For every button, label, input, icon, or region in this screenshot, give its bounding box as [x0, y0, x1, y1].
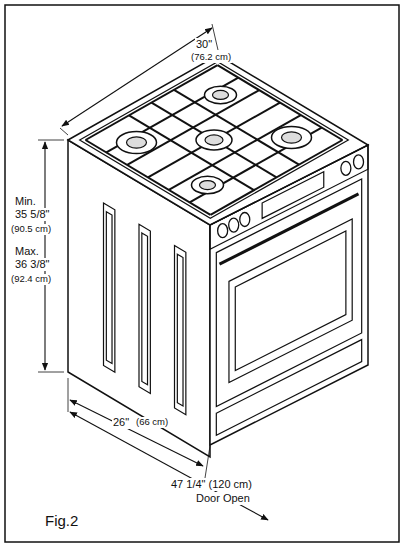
- cooktop-rim: [80, 62, 349, 218]
- door-handle: [219, 194, 358, 264]
- dimension-label: 26": [112, 416, 130, 429]
- knob: [354, 155, 364, 169]
- knob: [229, 218, 239, 232]
- side-slot: [104, 203, 115, 372]
- width-dimension: [62, 28, 212, 126]
- burner-cap: [282, 132, 302, 143]
- side-slot-inner: [106, 212, 112, 364]
- dimension-label: 36 3/8": [14, 258, 51, 271]
- side-slot-inner: [142, 233, 148, 385]
- side-slot-inner: [177, 254, 183, 406]
- figure-caption: Fig.2: [44, 512, 79, 529]
- drawer: [216, 340, 361, 436]
- dimension-label: 35 5/8": [14, 208, 51, 221]
- extension-line: [38, 372, 64, 373]
- display: [262, 172, 324, 219]
- burner: [117, 132, 157, 154]
- depth-dimension: [70, 400, 203, 466]
- oven-window-inner: [235, 231, 346, 371]
- burner-cap: [127, 137, 147, 148]
- oven-window: [229, 219, 352, 383]
- dimension-label: 47 1/4" (120 cm): [170, 478, 253, 491]
- burner: [196, 130, 232, 150]
- burner-cap: [200, 181, 216, 190]
- dimension-label: (76.2 cm): [190, 52, 232, 63]
- extension-line: [38, 140, 64, 141]
- dimension-label: (66 cm): [135, 417, 169, 428]
- side-slot: [139, 224, 150, 393]
- dimension-label: Max.: [14, 245, 40, 258]
- burner-cap: [205, 135, 223, 145]
- cooktop: [68, 55, 368, 225]
- grate-bar: [174, 90, 299, 165]
- side-slot: [175, 246, 186, 415]
- dimension-label: Min.: [14, 195, 37, 208]
- burner: [192, 176, 224, 194]
- door-open-dimension: [70, 412, 268, 520]
- burner: [205, 86, 237, 104]
- dimension-label: 30": [195, 38, 213, 51]
- height-dimension: [44, 142, 45, 370]
- knob: [218, 224, 228, 238]
- knob: [240, 213, 250, 227]
- knob: [341, 161, 351, 175]
- control-panel: [210, 145, 368, 249]
- extension-line: [60, 128, 68, 135]
- extension-line: [68, 378, 69, 412]
- extension-line: [205, 446, 210, 478]
- burner-cap: [213, 90, 229, 99]
- dimension-label: (92.4 cm): [10, 274, 52, 285]
- burner: [272, 126, 312, 148]
- dimension-label: Door Open: [195, 492, 251, 505]
- frame-border: [5, 5, 399, 542]
- dimension-label: (90.5 cm): [10, 224, 52, 235]
